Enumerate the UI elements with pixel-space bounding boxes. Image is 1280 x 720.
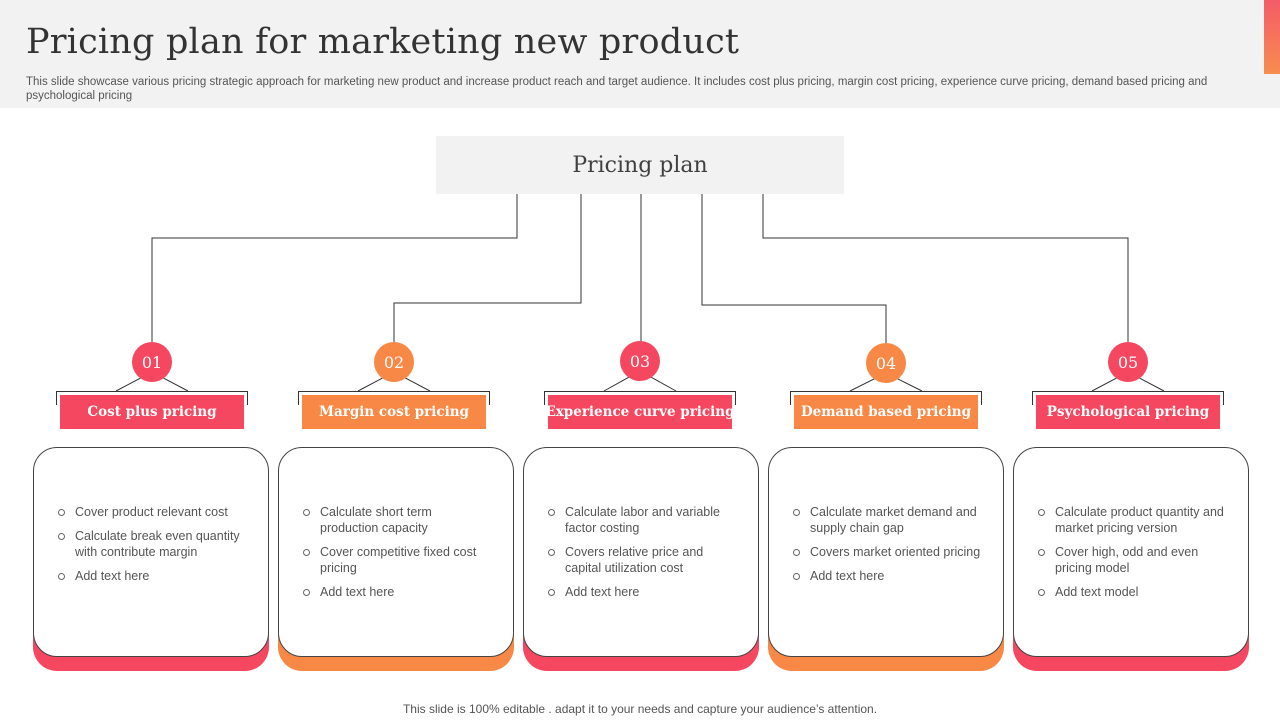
bullet-list: Calculate short term production capacity… [301, 504, 491, 608]
bullet-list: Calculate labor and variable factor cost… [546, 504, 736, 608]
root-node-label: Pricing plan [572, 152, 708, 178]
strategy-card-4: Calculate market demand and supply chain… [768, 447, 1004, 657]
step-number-5: 05 [1108, 342, 1148, 382]
footer-note: This slide is 100% editable . adapt it t… [402, 702, 878, 716]
strategy-label-1: Cost plus pricing [60, 395, 244, 429]
label-frame-1 [56, 391, 248, 405]
strategy-label-4: Demand based pricing [794, 395, 978, 429]
step-number-2: 02 [374, 342, 414, 382]
strategy-card-5: Calculate product quantity and market pr… [1013, 447, 1249, 657]
bullet-item: Cover high, odd and even pricing model [1036, 544, 1226, 576]
bullet-item: Add text here [56, 568, 246, 584]
bullet-list: Calculate product quantity and market pr… [1036, 504, 1226, 608]
strategy-card-3: Calculate labor and variable factor cost… [523, 447, 759, 657]
bullet-item: Add text here [791, 568, 981, 584]
strategy-label-3: Experience curve pricing [545, 395, 735, 429]
step-number-3: 03 [620, 341, 660, 381]
accent-bar [1264, 0, 1280, 74]
label-frame-4 [790, 391, 982, 405]
label-frame-5 [1032, 391, 1224, 405]
step-number-1: 01 [132, 342, 172, 382]
label-frame-3 [544, 391, 736, 405]
bullet-item: Covers relative price and capital utiliz… [546, 544, 736, 576]
connector-5 [762, 194, 1129, 342]
label-frame-2 [298, 391, 490, 405]
bullet-item: Calculate product quantity and market pr… [1036, 504, 1226, 536]
page-subtitle: This slide showcase various pricing stra… [26, 76, 1208, 102]
bullet-list: Calculate market demand and supply chain… [791, 504, 981, 592]
bullet-item: Calculate short term production capacity [301, 504, 491, 536]
bullet-item: Calculate break even quantity with contr… [56, 528, 246, 560]
bullet-item: Calculate market demand and supply chain… [791, 504, 981, 536]
strategy-card-2: Calculate short term production capacity… [278, 447, 514, 657]
bullet-item: Add text here [301, 584, 491, 600]
bullet-item: Cover product relevant cost [56, 504, 246, 520]
strategy-label-5: Psychological pricing [1036, 395, 1220, 429]
connector-1 [151, 194, 518, 342]
bullet-item: Add text model [1036, 584, 1226, 600]
connector-4 [701, 194, 887, 343]
bullet-item: Add text here [546, 584, 736, 600]
strategy-label-2: Margin cost pricing [302, 395, 486, 429]
header-band: Pricing plan for marketing new product T… [0, 0, 1280, 108]
connector-2 [393, 194, 582, 342]
bullet-item: Covers market oriented pricing [791, 544, 981, 560]
page-title: Pricing plan for marketing new product [26, 22, 740, 62]
root-node: Pricing plan [436, 136, 844, 194]
bullet-item: Cover competitive fixed cost pricing [301, 544, 491, 576]
step-number-4: 04 [866, 343, 906, 383]
bullet-item: Calculate labor and variable factor cost… [546, 504, 736, 536]
